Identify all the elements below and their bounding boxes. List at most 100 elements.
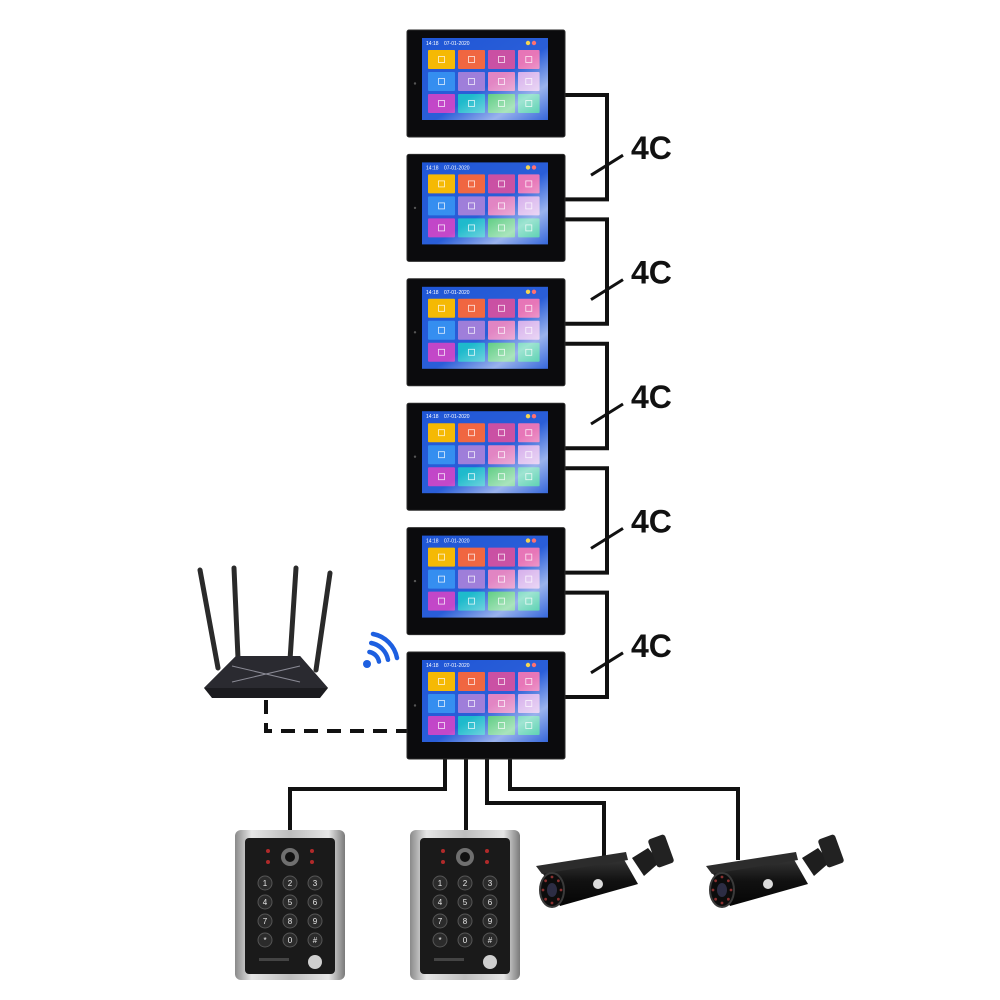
- cable-tick: [590, 527, 624, 550]
- connection-label: 4C: [631, 628, 672, 664]
- keypad-key: [457, 894, 473, 910]
- keypad-key: [307, 875, 323, 891]
- ir-led: [485, 860, 489, 864]
- keypad-key-label: 8: [463, 917, 468, 926]
- camera-badge-icon: [763, 879, 773, 889]
- keypad-key-label: 3: [313, 879, 318, 888]
- ir-led: [266, 860, 270, 864]
- keypad-key: [457, 913, 473, 929]
- wifi-dot: [363, 660, 371, 668]
- keypad-key-label: 0: [288, 936, 293, 945]
- keypad-key-label: #: [313, 936, 318, 945]
- monitor-link-wire: [565, 93, 609, 202]
- keypad-key: [257, 875, 273, 891]
- bullet-cctv-camera: [536, 834, 674, 908]
- call-button-icon: [308, 955, 322, 969]
- router-antenna: [313, 570, 333, 673]
- door-station-1-wire: [288, 759, 447, 830]
- ir-led: [559, 888, 563, 892]
- keypad-key-label: 8: [288, 917, 293, 926]
- keypad-key-label: 4: [438, 898, 443, 907]
- ir-led: [544, 897, 548, 901]
- monitor-mic-icon: [413, 455, 417, 458]
- ir-led: [485, 849, 489, 853]
- wifi-arc: [367, 649, 382, 664]
- ir-led: [729, 888, 733, 892]
- cable-tick: [590, 278, 624, 301]
- keypad-key: [307, 932, 323, 948]
- keypad-key: [257, 894, 273, 910]
- keypad-key: [482, 875, 498, 891]
- ir-led: [550, 875, 554, 879]
- screen-glare: [422, 411, 548, 494]
- ir-led: [556, 879, 560, 883]
- connection-label: 4C: [631, 379, 672, 415]
- screen-glare: [422, 535, 548, 618]
- cable-tick: [590, 402, 624, 426]
- router-antenna: [287, 565, 299, 663]
- monitor-mic-icon: [413, 331, 417, 334]
- camera-sunshield: [706, 852, 798, 874]
- indoor-monitor: 14:1807-01-2020: [406, 527, 566, 636]
- ir-led: [266, 849, 270, 853]
- monitor-mic-icon: [413, 704, 417, 707]
- camera-lens-icon: [460, 852, 470, 862]
- router-network-link: [264, 700, 407, 733]
- camera-lens-icon: [547, 883, 557, 897]
- monitor-mic-icon: [413, 579, 417, 583]
- router-antenna: [231, 565, 241, 661]
- camera-lens-icon: [717, 883, 727, 897]
- keypad-key-label: 2: [288, 879, 293, 888]
- keypad-key-label: 1: [263, 879, 268, 888]
- ir-led: [441, 849, 445, 853]
- camera-mount: [818, 834, 844, 868]
- router-antenna: [197, 567, 221, 671]
- keypad-key-label: 9: [313, 917, 318, 926]
- wireless-router: [197, 565, 333, 698]
- ir-led: [550, 901, 554, 905]
- ir-led: [720, 875, 724, 879]
- screen-glare: [422, 660, 548, 742]
- keypad-key: [457, 875, 473, 891]
- keypad-key: [282, 932, 298, 948]
- indoor-monitor: 14:1807-01-2020: [406, 402, 566, 511]
- keypad-key-label: 1: [438, 879, 443, 888]
- keypad-key-label: 9: [488, 917, 493, 926]
- keypad-key: [432, 913, 448, 929]
- ir-led: [541, 888, 545, 892]
- keypad-key: [482, 913, 498, 929]
- keypad-key-label: *: [263, 936, 266, 945]
- router-top: [204, 656, 328, 688]
- keypad-key-label: *: [438, 936, 441, 945]
- cable-tick: [590, 651, 624, 675]
- keypad-key: [257, 932, 273, 948]
- screen-glare: [422, 38, 548, 120]
- connection-label: 4C: [631, 255, 672, 291]
- keypad-key-label: 7: [438, 917, 443, 926]
- bullet-cctv-camera: [706, 834, 844, 908]
- keypad-key-label: 6: [313, 898, 318, 907]
- router-logo-stripe: [231, 665, 301, 683]
- keypad-key-label: 5: [463, 898, 468, 907]
- cable-tick: [590, 153, 624, 177]
- ir-led: [714, 897, 718, 901]
- camera-1-wire: [485, 759, 606, 860]
- keypad-key: [282, 913, 298, 929]
- keypad-key-label: 5: [288, 898, 293, 907]
- keypad-key: [282, 875, 298, 891]
- ir-led: [720, 901, 724, 905]
- indoor-monitor: 14:1807-01-2020: [406, 153, 566, 262]
- keypad-key-label: 4: [263, 898, 268, 907]
- speaker-grille: [434, 958, 464, 961]
- ir-led: [310, 860, 314, 864]
- keypad-key: [307, 894, 323, 910]
- keypad-key-label: #: [488, 936, 493, 945]
- speaker-grille: [259, 958, 289, 961]
- screen-glare: [422, 286, 548, 369]
- ir-led: [556, 897, 560, 901]
- monitor-mic-icon: [413, 206, 417, 210]
- camera-mount: [648, 834, 674, 868]
- keypad-key: [432, 932, 448, 948]
